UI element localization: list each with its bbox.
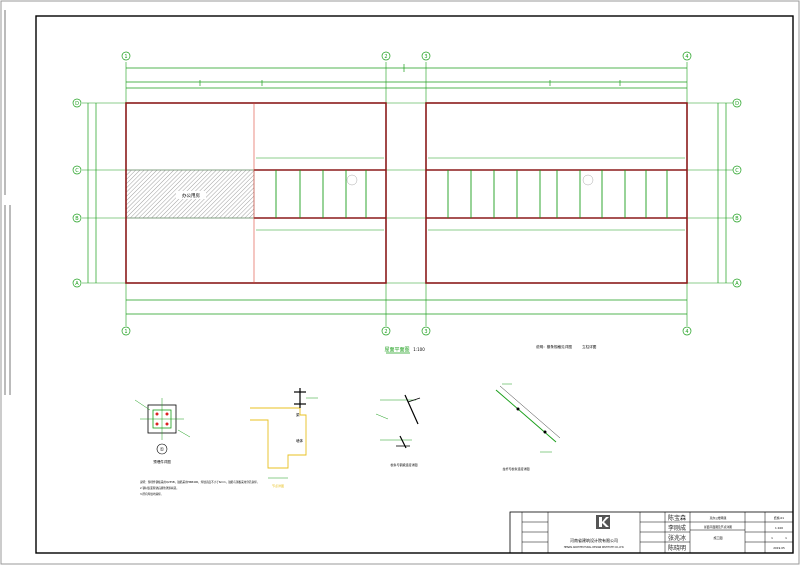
axis-bubble-c-right [732,165,742,175]
axis-bubbles [72,51,742,336]
detail-2-caption: 节点详图 [272,483,284,488]
axis-label-4-top: 4 [685,54,688,60]
drawing-title: 屋面平面图及节点详图 [704,525,732,529]
axis-bubble-b-right [732,213,742,223]
purlins-left [275,170,367,218]
axis-bubble-3-bottom [421,326,431,336]
axis-bubble-d-right [732,98,742,108]
signature-3: 张兆冰 [668,534,686,542]
axis-label-1-bottom: 1 [124,329,127,335]
sheet-number: 1 [771,536,773,540]
drawing-date: 2019.05 [773,546,785,550]
right-block [425,102,688,284]
detail-3-caption: 檩条与钢梁连接详图 [390,462,417,467]
detail-2-room-label: 墙体 [296,438,304,443]
signature-4: 陈晓明 [668,544,686,552]
sheet-total: 1 [785,536,787,540]
axis-label-2-top: 2 [384,54,387,60]
axis-bubble-2-top [381,51,391,61]
axis-bubble-3-top [421,51,431,61]
dimension-lines [87,64,727,315]
axis-bubble-labels: 1 2 3 4 1 2 3 4 D C B A D C B A [75,54,739,335]
room-label: 办公用房 [182,192,200,199]
signature-1: 陈宝森 [668,514,686,522]
axis-bubble-1-bottom [121,326,131,336]
detail-wall-section: 梁 墙体 节点详图 [250,388,318,488]
drawing-scale: 1:100 [775,526,783,530]
detail-1-note-3: 3.所有焊缝均满焊。 [140,492,163,496]
detail-2-beam-label: 梁 [296,412,300,417]
detail-1-label: ① [160,447,165,453]
axis-label-d-left: D [75,101,79,107]
axis-label-1-top: 1 [124,54,127,60]
axis-label-3-bottom: 3 [424,329,427,335]
axis-label-b-right: B [735,216,739,222]
company-name-cn: 河南省建筑设计院有限公司 [570,537,618,543]
corridor-dimension-lines [256,157,685,231]
plan-scale: 1:100 [413,347,425,352]
axis-label-b-left: B [75,216,79,222]
detail-embedded-plate: ① 预埋件详图 说明：预埋件钢板采用Q235B，锚筋采用HRB400，焊缝高度不… [134,398,259,496]
detail-tie-rod: 拉杆与檩条连接详图 [495,383,561,471]
axis-bubble-c-left [72,165,82,175]
axis-label-4-bottom: 4 [685,329,688,335]
plan-note-left: 说明：檩条规格见详图 [536,344,572,349]
drawing-stage: 施工图 [713,535,722,540]
detail-marker-left [346,174,358,186]
detail-1-caption: 预埋件详图 [153,459,171,464]
detail-marker-right [582,174,594,186]
detail-1-marker [156,443,168,455]
axis-bubble-2-bottom [381,326,391,336]
plan-title: 屋面平面图 [384,347,409,353]
axis-label-3-top: 3 [424,54,427,60]
left-block [125,102,387,284]
axis-bubble-1-top [121,51,131,61]
detail-purlin-connection: 檩条与钢梁连接详图 [375,394,421,467]
project-name: 某办公楼雨篷 [710,516,727,520]
axis-bubble-a-right [732,278,742,288]
room-label-bg [176,191,206,199]
axis-label-c-left: C [75,168,79,174]
axis-bubble-4-top [682,51,692,61]
axis-bubble-b-left [72,213,82,223]
axis-label-a-right: A [735,281,739,287]
axis-label-a-left: A [75,281,79,287]
sheet-inner-border [35,15,794,554]
axis-bubble-a-left [72,278,82,288]
axis-label-c-right: C [735,168,739,174]
drawing-number: 结施-01 [774,516,784,520]
axis-bubble-d-left [72,98,82,108]
detail-1-note-1: 说明：预埋件钢板采用Q235B，锚筋采用HRB400，焊缝高度不小于6mm，锚筋… [140,480,259,484]
company-name-en: HENAN ARCHITECTURAL DESIGN INSTITUTE CO.… [564,546,625,549]
axis-label-d-right: D [735,101,739,107]
plan-note-right: 立柱详图 [582,344,597,349]
detail-1-note-2: 2.钢材表面除锈后刷防锈漆两道。 [140,486,179,490]
axis-label-2-bottom: 2 [384,329,387,335]
title-block: 河南省建筑设计院有限公司 HENAN ARCHITECTURAL DESIGN … [509,511,794,554]
purlins-right [447,170,668,218]
signature-2: 李刚成 [668,524,686,532]
detail-4-caption: 拉杆与檩条连接详图 [502,466,529,471]
axis-bubble-4-bottom [682,326,692,336]
